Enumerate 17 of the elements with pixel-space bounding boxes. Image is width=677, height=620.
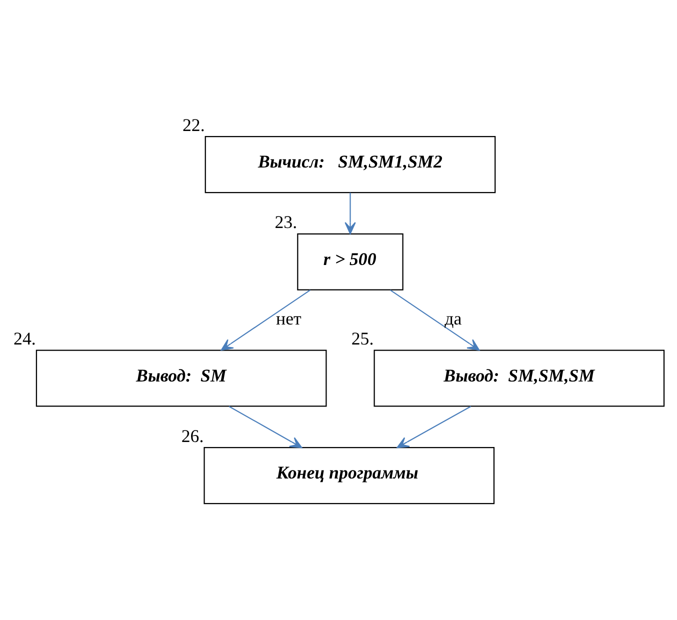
arrow — [228, 406, 302, 448]
node-label: 25. — [351, 328, 374, 348]
node-box: Конец программы — [204, 447, 495, 504]
node-label: 23. — [274, 212, 298, 232]
node-box: Вывод: SM — [36, 350, 327, 407]
node-box: Вывод: SM,SM,SM — [374, 350, 665, 407]
node-label: 24. — [14, 328, 36, 348]
arrow — [344, 192, 356, 234]
node-box: r > 500 — [297, 233, 404, 290]
arrow — [220, 290, 311, 351]
edge-label: нет — [276, 308, 302, 328]
edge-label: да — [444, 308, 462, 328]
node-label: 22. — [182, 114, 205, 135]
node-label: 26. — [181, 426, 204, 446]
node-box: Вычисл: SM,SM1,SM2 — [204, 136, 496, 194]
arrow — [396, 406, 472, 448]
arrow — [390, 290, 480, 351]
